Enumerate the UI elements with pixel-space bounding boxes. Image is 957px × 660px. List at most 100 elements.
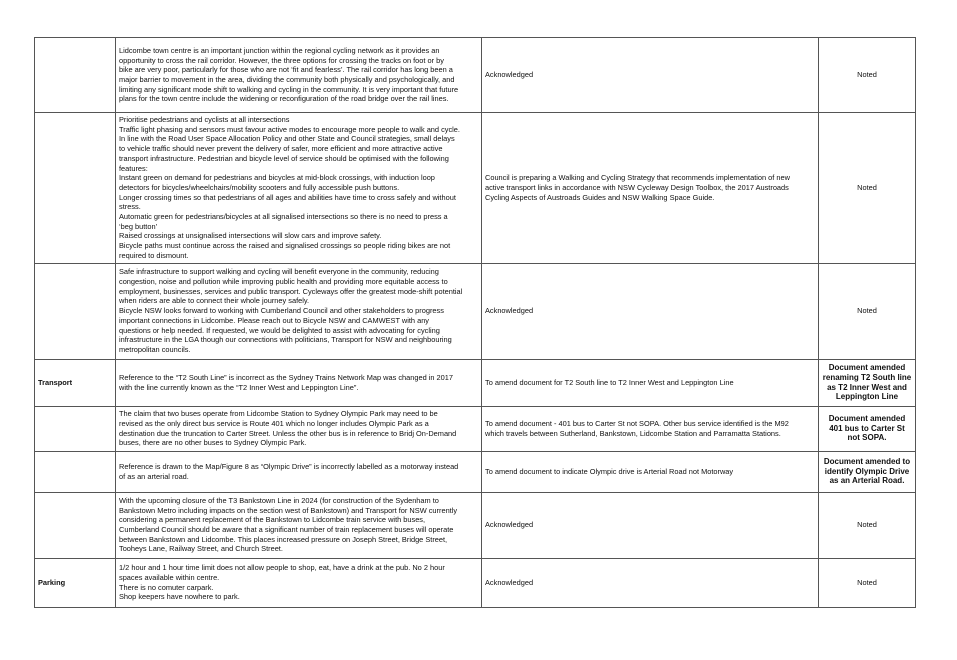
submission-line: Reference is drawn to the Map/Figure 8 a… [119, 461, 459, 471]
outcome-cell: Document amended to identify Olympic Dri… [818, 450, 916, 493]
submission-line: Raised crossings at unsignalised interse… [119, 231, 382, 241]
submission-line: revised as the only direct bus service i… [119, 418, 429, 428]
response-line: Acknowledged [485, 70, 534, 80]
submission-line: There is no comuter carpark. [119, 582, 214, 592]
submission-line: stress. [119, 202, 141, 212]
response-cell: Acknowledged [481, 557, 819, 608]
outcome-cell: Noted [818, 557, 916, 608]
table-row: Lidcombe town centre is an important jun… [34, 37, 916, 113]
submission-line: employment, businesses, services and pub… [119, 286, 463, 296]
submission-line: ‘beg button’ [119, 221, 158, 231]
submission-line: metropolitan councils. [119, 345, 191, 354]
submission-line: transport infrastructure. Pedestrian and… [119, 153, 449, 163]
submission-line: Reference to the “T2 South Line” is inco… [119, 372, 453, 382]
submission-line: with the line currently known as the “T2… [119, 382, 359, 392]
outcome-cell: Document amended renaming T2 South line … [818, 358, 916, 407]
response-line: To amend document for T2 South line to T… [485, 377, 734, 387]
submission-line: limiting any significant mode shift to w… [119, 84, 459, 94]
table-row: Reference is drawn to the Map/Figure 8 a… [34, 450, 916, 493]
submission-line: In line with the Road User Space Allocat… [119, 134, 455, 144]
submission-line: Prioritise pedestrians and cyclists at a… [119, 115, 290, 124]
topic-cell [34, 450, 116, 493]
submission-line: bike are very poor, particularly for tho… [119, 65, 453, 75]
topic-cell [34, 405, 116, 452]
topic-cell [34, 37, 116, 113]
table-row: Safe infrastructure to support walking a… [34, 262, 916, 360]
submission-line: Cumberland Council should be aware that … [119, 525, 454, 535]
submission-line: plans for the town centre include the wi… [119, 94, 449, 104]
outcome-cell: Noted [818, 37, 916, 113]
submissions-table-body: Lidcombe town centre is an important jun… [34, 37, 916, 608]
submission-cell: Reference is drawn to the Map/Figure 8 a… [115, 450, 482, 493]
response-line: which travels between Sutherland, Bankst… [485, 428, 781, 438]
submission-line: 1/2 hour and 1 hour time limit does not … [119, 563, 445, 573]
outcome-cell: Document amended 401 bus to Carter St no… [818, 405, 916, 452]
submission-line: opportunity to cross the rail corridor. … [119, 55, 444, 65]
submission-line: to vehicle traffic should never prevent … [119, 144, 443, 154]
submission-line: Safe infrastructure to support walking a… [119, 267, 439, 277]
response-line: Cycling Aspects of Austroads Guides and … [485, 192, 715, 202]
submission-cell: With the upcoming closure of the T3 Bank… [115, 491, 482, 559]
topic-cell: Parking [34, 557, 116, 608]
outcome-cell: Noted [818, 262, 916, 360]
response-cell: To amend document for T2 South line to T… [481, 358, 819, 407]
response-cell: To amend document to indicate Olympic dr… [481, 450, 819, 493]
response-cell: Acknowledged [481, 37, 819, 113]
outcome-cell: Noted [818, 491, 916, 559]
outcome-cell: Noted [818, 112, 916, 264]
submission-line: Lidcombe town centre is an important jun… [119, 45, 440, 55]
submission-line: Shop keepers have nowhere to park. [119, 592, 240, 602]
table-row: With the upcoming closure of the T3 Bank… [34, 491, 916, 559]
submission-line: With the upcoming closure of the T3 Bank… [119, 495, 439, 505]
submission-line: Bicycle NSW looks forward to working wit… [119, 306, 444, 316]
submission-line: of as an arterial road. [119, 471, 189, 481]
submission-line: features: [119, 163, 148, 173]
submission-line: Automatic green for pedestrians/bicycles… [119, 212, 448, 222]
submission-line: Traffic light phasing and sensors must f… [119, 124, 460, 134]
response-line: Council is preparing a Walking and Cycli… [485, 173, 790, 183]
submissions-table: Lidcombe town centre is an important jun… [34, 37, 916, 608]
submission-line: Bicycle paths must continue across the r… [119, 241, 451, 251]
submission-line: when riders are able to connect their wh… [119, 296, 310, 306]
submission-line: congestion, noise and pollution while im… [119, 277, 448, 287]
submission-line: destination due the truncation to Carter… [119, 428, 457, 438]
submission-cell: 1/2 hour and 1 hour time limit does not … [115, 557, 482, 608]
submission-line: Bankstown Metro including impacts on the… [119, 505, 458, 515]
topic-cell [34, 112, 116, 264]
submission-cell: Lidcombe town centre is an important jun… [115, 37, 482, 113]
submission-line: required to dismount. [119, 250, 189, 260]
submission-line: infrastructure in the LGA though our con… [119, 335, 452, 345]
table-row: Transport Reference to the “T2 South Lin… [34, 358, 916, 407]
response-cell: Council is preparing a Walking and Cycli… [481, 112, 819, 264]
submission-line: major barrier to movement in the area, d… [119, 75, 455, 84]
submission-cell: Safe infrastructure to support walking a… [115, 262, 482, 360]
table-row: The claim that two buses operate from Li… [34, 405, 916, 452]
response-line: active transport links in accordance wit… [485, 182, 789, 192]
submission-line: between Bankstown and Lidcombe. This pla… [119, 534, 448, 544]
table-row: Prioritise pedestrians and cyclists at a… [34, 112, 916, 264]
response-cell: Acknowledged [481, 491, 819, 559]
submission-line: detectors for bicycles/wheelchairs/mobil… [119, 182, 400, 192]
submission-line: important connections in Lidcombe. Pleas… [119, 315, 429, 325]
submission-line: questions or help needed. If requested, … [119, 325, 440, 335]
submission-cell: Prioritise pedestrians and cyclists at a… [115, 112, 482, 264]
topic-cell [34, 262, 116, 360]
submission-line: Instant green on demand for pedestrians … [119, 173, 435, 183]
submission-line: buses, there are no other buses to Sydne… [119, 438, 307, 448]
topic-cell: Transport [34, 358, 116, 407]
submission-line: considering a permanent replacement of t… [119, 515, 426, 525]
submission-line: spaces available within centre. [119, 572, 220, 582]
submission-line: The claim that two buses operate from Li… [119, 409, 438, 419]
topic-cell [34, 491, 116, 559]
response-cell: Acknowledged [481, 262, 819, 360]
response-line: Acknowledged [485, 577, 534, 587]
submission-cell: The claim that two buses operate from Li… [115, 405, 482, 452]
response-cell: To amend document - 401 bus to Carter St… [481, 405, 819, 452]
table-row: Parking 1/2 hour and 1 hour time limit d… [34, 557, 916, 608]
response-line: Acknowledged [485, 520, 534, 530]
response-line: To amend document to indicate Olympic dr… [485, 466, 734, 476]
submission-line: Tooheys Lane, Railway Street, and Church… [119, 544, 283, 554]
response-line: To amend document - 401 bus to Carter St… [485, 418, 789, 428]
submission-cell: Reference to the “T2 South Line” is inco… [115, 358, 482, 407]
submission-line: Longer crossing times so that pedestrian… [119, 192, 456, 202]
